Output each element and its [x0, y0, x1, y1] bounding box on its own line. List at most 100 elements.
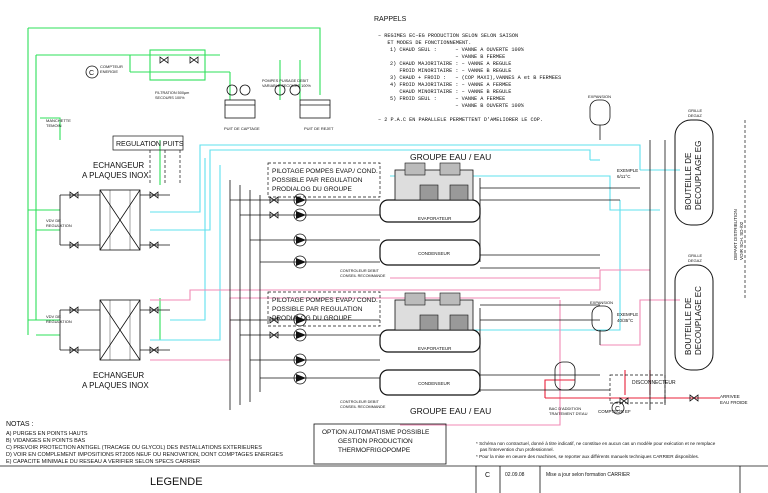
regulation-puits-label: REGULATION PUITS — [116, 141, 184, 148]
note-item: B) VIDANGES EN POINTS BAS — [6, 438, 85, 444]
disclaimer-line: pas l'intervention d'un professionnel. — [476, 447, 554, 452]
revision-date: 02.09.08 — [505, 472, 525, 478]
chiller-bottom — [379, 292, 481, 396]
revision-description: Mise a jour selon formation CARRIER — [546, 472, 630, 478]
expansion-label: EXPANSION — [590, 300, 613, 305]
option-box: OPTION AUTOMATISME POSSIBLE GESTION PROD… — [313, 423, 447, 465]
puit-rejet-label: PUIT DE REJET — [304, 126, 334, 131]
title-block: LEGENDE C 02.09.08 Mise a jour selon for… — [0, 465, 768, 493]
vdv-label: REGULATION — [46, 223, 72, 228]
option-line: OPTION AUTOMATISME POSSIBLE — [322, 429, 430, 436]
grille-degaz-label: DEGAZ — [688, 113, 702, 118]
evaporateur-label: EVAPORATEUR — [418, 346, 452, 351]
grille-degaz-label: GRILLE — [688, 108, 703, 113]
filtration-label: FILTRATION 500µm — [155, 91, 189, 95]
buffer-tank-ec — [674, 264, 714, 371]
svg-text:C: C — [89, 70, 94, 77]
dashed-boxes — [112, 120, 746, 404]
pilotage-bottom-label: PRODIALOG DU GROUPE — [272, 315, 352, 322]
note-item: C) PREVOIR PROTECTION ANTIGEL (TRACAGE O… — [6, 445, 262, 451]
controleur-debit-label: CONSEIL RECOMMANDE — [340, 274, 386, 278]
pump-icons — [226, 84, 307, 385]
exchanger-top-label: ECHANGEUR — [93, 161, 144, 170]
pilotage-top-label: PRODIALOG DU GROUPE — [272, 186, 352, 193]
rappels-title: RAPPELS — [374, 16, 407, 23]
evaporateur-label: EVAPORATEUR — [418, 216, 452, 221]
rappels-line: 1) CHAUD SEUL : – VANNE A OUVERTE 100% — [390, 47, 525, 53]
controleur-debit-label: CONTROLEUR DEBIT — [340, 269, 379, 273]
rappels-line: – 2 P.A.C EN PARALLELE PERMETTENT D'AMEL… — [378, 117, 543, 123]
note-item: D) VOIR EN COMPLEMENT IMPOSITIONS RT2005… — [6, 452, 283, 458]
well-pits — [224, 99, 331, 119]
option-line: THERMOFRIGOPOMPE — [338, 447, 411, 454]
filtration-label: SECOURS 100% — [155, 96, 185, 100]
option-line: GESTION PRODUCTION — [338, 438, 413, 445]
rappels-line: 3) CHAUD + FROID : – (COP MAXI),VANNES A… — [390, 75, 561, 81]
rappels-line: 2) CHAUD MAJORITAIRE : – VANNE A REGULE — [390, 61, 511, 67]
bouteille-ec-label: DECOUPLAGE EC — [694, 286, 703, 355]
note-item: A) PURGES EN POINTS HAUTS — [6, 431, 88, 437]
plate-heat-exchanger-bottom — [99, 299, 141, 361]
notes-title: NOTAS : — [6, 421, 34, 428]
disconnecteur-label: DISCONNECTEUR — [632, 380, 676, 386]
rappels-line: CHAUD MINORITAIRE : – VANNE B REGULE — [390, 89, 511, 95]
bouteille-ec-label: BOUTEILLE DE — [684, 298, 693, 355]
rappels-line: – REGIMES EC–EG PRODUCTION SELON SELON S… — [378, 33, 518, 39]
bouteille-eg-label: BOUTEILLE DE — [684, 153, 693, 210]
grille-degaz-label: GRILLE — [688, 253, 703, 258]
rappels-line: 4) FROID MAJORITAIRE : – VANNE A FERMEE — [390, 82, 511, 88]
exemple-ec-label: EXEMPLE — [617, 312, 638, 317]
rappels-line: ET MODES DE FONCTIONNEMENT. — [378, 40, 471, 46]
manchette-label: MANCHETTE — [46, 118, 71, 123]
controleur-debit-label: CONSEIL RECOMMANDE — [340, 405, 386, 409]
disclaimer-line: * Pour la mise en oeuvre des machines, s… — [476, 454, 699, 459]
svg-text:C: C — [615, 406, 620, 413]
condenseur-label: CONDENSEUR — [418, 251, 451, 256]
bouteille-eg-label: DECOUPLAGE EG — [694, 141, 703, 210]
pilotage-top-label: PILOTAGE POMPES EVAP./ COND. — [272, 168, 378, 175]
depart-distribution-label: DEPART DISTRIBUTION — [733, 209, 738, 260]
rappels-line: – VANNE B OUVERTE 100% — [390, 103, 525, 109]
well-water-loop — [27, 27, 321, 340]
chiller-top — [379, 162, 481, 266]
compteur-energie-label: ENERGIE — [100, 69, 118, 74]
note-item: E) CAPACITE MINIMALE DU RESEAU A VERIFIE… — [6, 459, 200, 465]
legende-title: LEGENDE — [150, 476, 203, 488]
exchanger-bottom-label: A PLAQUES INOX — [82, 381, 149, 390]
arrivee-eau-label: ARRIVEE — [720, 394, 740, 399]
arrivee-eau-label: EAU FROIDE — [720, 400, 748, 405]
pilotage-bottom-label: POSSIBLE PAR REGULATION — [272, 306, 363, 313]
disclaimer-block: * Schéma non contractuel, donné à titre … — [476, 441, 716, 459]
grille-degaz-label: DEGAZ — [688, 258, 702, 263]
rappels-block: RAPPELS – REGIMES EC–EG PRODUCTION SELON… — [374, 16, 561, 123]
controleur-debit-label: CONTROLEUR DEBIT — [340, 400, 379, 404]
disclaimer-line: * Schéma non contractuel, donné à titre … — [476, 441, 716, 446]
groupe-top-label: GROUPE EAU / EAU — [410, 152, 491, 162]
compteur-ef-label: COMPTEUR EF — [598, 409, 631, 414]
exchanger-bottom-label: ECHANGEUR — [93, 371, 144, 380]
plate-heat-exchanger-top — [99, 189, 141, 251]
manchette-label: TEMOIN — [46, 123, 62, 128]
puit-captage-label: PUIT DE CAPTAGE — [224, 126, 260, 131]
bac-traitement-label: BAC D'ADDITION — [549, 406, 581, 411]
vdv-label: VDV DE — [46, 218, 61, 223]
pilotage-top-label: POSSIBLE PAR REGULATION — [272, 177, 363, 184]
expansion-vessels — [554, 99, 613, 391]
compteur-energie-label: COMPTEUR — [100, 64, 123, 69]
component-labels: REGULATION PUITS ECHANGEUR A PLAQUES INO… — [46, 64, 748, 416]
pompes-puisage-label: VARIABLE SECOURS 100% — [262, 84, 312, 88]
depart-distribution-label: VOIR SCH. SD-/02 — [739, 221, 744, 260]
rappels-line: FROID MINORITAIRE : – VANNE B REGULE — [390, 68, 511, 74]
rappels-line: 5) FROID SEUL : – VANNE A FERMEE — [390, 96, 505, 102]
revision-letter: C — [485, 472, 490, 479]
exemple-eg-label: EXEMPLE — [617, 168, 638, 173]
notes-block: NOTAS : A) PURGES EN POINTS HAUTS B) VID… — [6, 421, 283, 465]
pilotage-bottom-label: PILOTAGE POMPES EVAP./ COND. — [272, 297, 378, 304]
expansion-label: EXPANSION — [588, 94, 611, 99]
exemple-eg-label: 6/11°C — [617, 174, 631, 179]
pompes-puisage-label: POMPES PUISAGE DEBIT — [262, 79, 309, 83]
bac-traitement-label: TRAITEMENT D'EAU — [549, 411, 588, 416]
vdv-label: VDV DE — [46, 314, 61, 319]
